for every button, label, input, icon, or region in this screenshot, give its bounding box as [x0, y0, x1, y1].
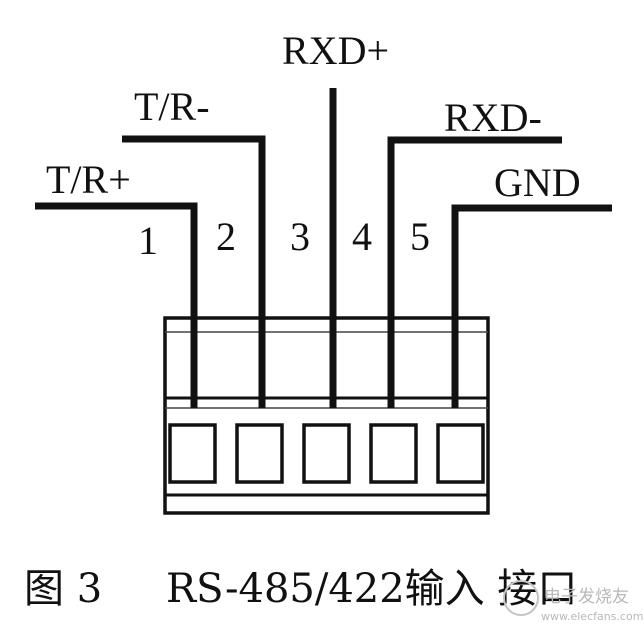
signal-label-rxd-plus: RXD+	[282, 28, 389, 73]
watermark-logo-icon	[503, 580, 539, 616]
pin-5-lead	[451, 204, 612, 408]
pin-leads	[35, 88, 612, 408]
pin-number-4: 4	[352, 214, 372, 259]
terminal-block-outline	[163, 316, 490, 515]
signal-label-gnd: GND	[494, 160, 581, 205]
pin-number-5: 5	[410, 214, 430, 259]
pin-4-lead	[387, 136, 562, 408]
watermark-text: 电子发烧友	[544, 587, 629, 607]
pin-number-1: 1	[138, 218, 158, 263]
screw-slot-2	[235, 423, 284, 484]
screw-slot-3	[302, 423, 351, 484]
screw-slot-5	[436, 423, 485, 484]
signal-label-tr-plus: T/R+	[46, 157, 131, 202]
figure-title: RS-485/422输入 接口	[166, 566, 577, 612]
pin-1-lead	[35, 202, 198, 408]
signal-label-tr-minus: T/R-	[134, 84, 210, 129]
pin-number-3: 3	[290, 214, 310, 259]
screw-slot-1	[168, 423, 217, 484]
figure-number: 图 3	[24, 566, 102, 612]
pin-2-lead	[122, 135, 266, 408]
pin-number-2: 2	[216, 214, 236, 259]
watermark-url: www.elecfans.com	[541, 610, 643, 623]
screw-slot-4	[369, 423, 418, 484]
terminal-block	[163, 316, 490, 515]
watermark: 电子发烧友 www.elecfans.com	[503, 580, 643, 623]
signal-label-rxd-minus: RXD-	[444, 95, 542, 140]
